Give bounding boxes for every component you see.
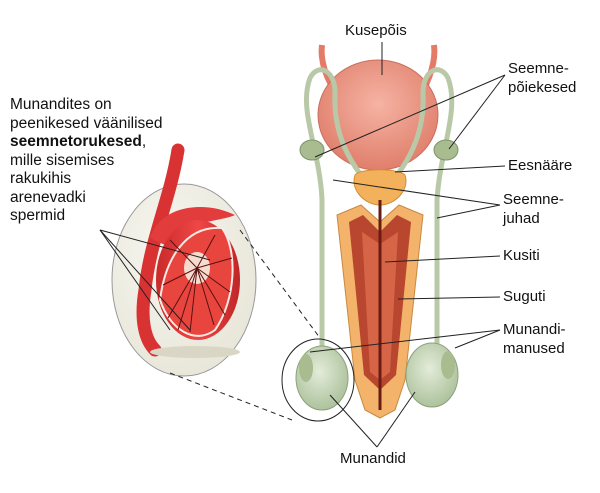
- intro-line-6: arenevadki: [10, 188, 86, 206]
- intro-term-suffix: ,: [141, 133, 147, 150]
- intro-line-1: Munandites on: [10, 96, 112, 113]
- leader-lines: [99, 42, 506, 448]
- reproductive-anatomy: [281, 44, 459, 422]
- left-epididymis: [299, 354, 313, 382]
- intro-line-7: spermid: [10, 207, 66, 224]
- label-seemnejuhad-2: juhad: [503, 210, 540, 227]
- label-kusiti: Kusiti: [503, 247, 540, 264]
- magnified-testis-section: [111, 143, 257, 377]
- label-seemnepoiekesed-1: Seemne-: [508, 60, 569, 77]
- intro-line-5: rakukihis: [10, 170, 72, 187]
- zoom-dash-top: [239, 229, 321, 339]
- intro-line-2: peenikesed väänilised: [10, 114, 163, 132]
- zoom-dash-bottom: [169, 372, 293, 421]
- magnified-vas-deferens: [136, 143, 185, 357]
- intro-line-4: mille sisemises: [10, 151, 115, 169]
- label-eesnaare: Eesnääre: [508, 157, 573, 174]
- label-seemnejuhad-1: Seemne-: [503, 191, 564, 208]
- label-suguti: Suguti: [503, 288, 546, 305]
- magnified-shadow: [150, 346, 240, 358]
- left-seminal-vesicle: [299, 139, 325, 161]
- right-seminal-vesicle: [433, 139, 459, 161]
- left-testis-highlight-circle: [281, 338, 355, 422]
- right-epididymis: [441, 351, 455, 379]
- label-munandimanused-2: manused: [503, 340, 565, 357]
- label-seemnepoiekesed-2: põiekesed: [508, 79, 577, 96]
- label-munandimanused-1: Munandi-: [503, 321, 566, 338]
- label-kusepois: Kusepõis: [345, 22, 407, 39]
- intro-caption: Munandites on peenikesed väänilised seem…: [10, 96, 185, 226]
- intro-term: seemnetorukesed: [10, 133, 142, 150]
- label-munandid: Munandid: [340, 450, 406, 467]
